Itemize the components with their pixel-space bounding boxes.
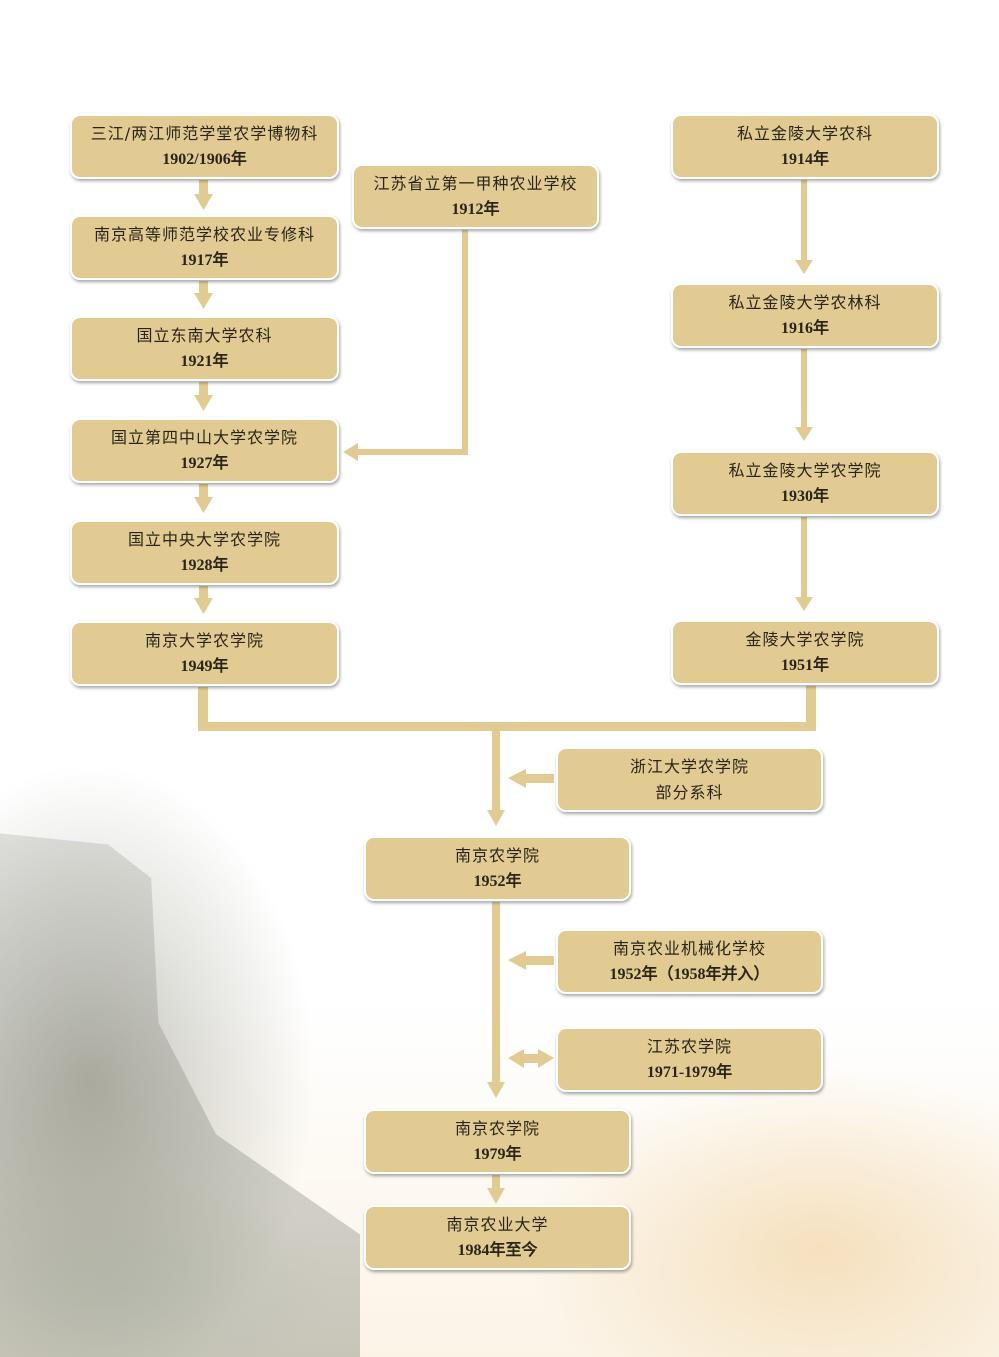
node-year: 1952年	[473, 872, 522, 890]
node-year: 1951年	[780, 656, 829, 674]
node-year: 1914年	[780, 150, 829, 168]
node-zhejiang-agri: 浙江大学农学院部分系科	[556, 747, 823, 812]
node-year: 1902/1906年	[162, 150, 247, 168]
node-name: 国立东南大学农科	[136, 325, 273, 345]
node-jinling-agri: 私立金陵大学农科 1914年	[671, 114, 939, 179]
node-nanjing-agri-mechanization: 南京农业机械化学校 1952年（1958年并入）	[556, 929, 823, 994]
node-name: 国立第四中山大学农学院	[110, 427, 298, 447]
node-year: 1916年	[780, 319, 829, 337]
node-year: 1930年	[780, 487, 829, 505]
node-name: 南京农学院	[454, 1118, 540, 1138]
node-year: 1984年至今	[457, 1241, 538, 1259]
node-jiangsu-first-agri-school: 江苏省立第一甲种农业学校 1912年	[352, 164, 599, 229]
node-jiangsu-agri-college: 江苏农学院 1971-1979年	[556, 1027, 823, 1092]
node-nanjing-university: 南京大学农学院 1949年	[70, 621, 339, 686]
node-year: 1971-1979年	[646, 1063, 733, 1081]
node-detail: 部分系科	[655, 782, 724, 802]
node-name: 江苏农学院	[646, 1036, 732, 1056]
node-year: 1979年	[473, 1145, 522, 1163]
node-jinling-agri-forestry: 私立金陵大学农林科 1916年	[671, 283, 939, 348]
node-name: 南京大学农学院	[144, 630, 264, 650]
node-jinling-university-agri: 金陵大学农学院 1951年	[671, 620, 939, 685]
node-year: 1917年	[180, 251, 229, 269]
node-jinling-agri-college: 私立金陵大学农学院 1930年	[671, 451, 939, 516]
node-year: 1921年	[180, 352, 229, 370]
node-nanjing-higher-normal: 南京高等师范学校农业专修科 1917年	[70, 215, 339, 280]
node-sanjiang: 三江/两江师范学堂农学博物科 1902/1906年	[70, 114, 339, 179]
node-name: 私立金陵大学农林科	[728, 292, 882, 312]
node-central-university: 国立中央大学农学院 1928年	[70, 520, 339, 585]
node-year: 1952年（1958年并入）	[609, 965, 770, 983]
node-southeast-university: 国立东南大学农科 1921年	[70, 316, 339, 381]
node-fourth-zhongshan: 国立第四中山大学农学院 1927年	[70, 418, 339, 483]
node-name: 浙江大学农学院	[629, 756, 749, 776]
node-year: 1912年	[451, 200, 500, 218]
node-year: 1927年	[180, 454, 229, 472]
node-nanjing-agricultural-university: 南京农业大学 1984年至今	[364, 1205, 631, 1270]
node-name: 私立金陵大学农学院	[728, 460, 882, 480]
node-nanjing-agri-college-1952: 南京农学院 1952年	[364, 836, 631, 901]
node-year: 1949年	[180, 657, 229, 675]
node-name: 金陵大学农学院	[745, 629, 865, 649]
arrow-down	[194, 180, 213, 614]
node-name: 国立中央大学农学院	[127, 529, 281, 549]
node-name: 南京农业大学	[446, 1214, 549, 1234]
node-name: 南京农学院	[454, 845, 540, 865]
node-name: 江苏省立第一甲种农业学校	[373, 173, 578, 193]
node-name: 三江/两江师范学堂农学博物科	[90, 123, 319, 143]
node-name: 南京高等师范学校农业专修科	[93, 224, 315, 244]
node-name: 南京农业机械化学校	[612, 938, 766, 958]
node-year: 1928年	[180, 556, 229, 574]
node-name: 私立金陵大学农科	[736, 123, 873, 143]
node-nanjing-agri-college-1979: 南京农学院 1979年	[364, 1109, 631, 1174]
